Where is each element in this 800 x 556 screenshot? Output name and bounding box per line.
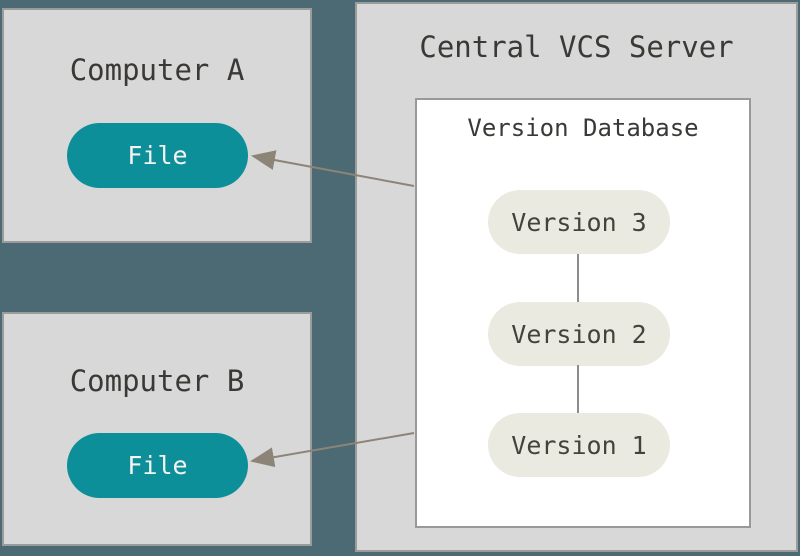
version-2-label: Version 2 (511, 319, 647, 349)
version-database-title: Version Database (467, 114, 699, 142)
version-3-label: Version 3 (511, 207, 647, 237)
version-1-label: Version 1 (511, 430, 647, 460)
computer-a-title: Computer A (69, 53, 245, 87)
connector-v3-v2 (577, 254, 579, 302)
computer-a-box: Computer A File (2, 8, 312, 243)
computer-b-file-pill: File (67, 433, 248, 498)
connector-v2-v1 (577, 365, 579, 413)
version-1-pill: Version 1 (488, 413, 670, 477)
computer-a-file-label: File (127, 141, 188, 170)
computer-b-box: Computer B File (2, 312, 312, 546)
version-3-pill: Version 3 (488, 190, 670, 254)
version-database-box: Version Database Version 3 Version 2 Ver… (415, 98, 751, 528)
central-vcs-server-title: Central VCS Server (419, 30, 734, 64)
computer-b-title: Computer B (69, 364, 245, 398)
computer-b-file-label: File (127, 451, 188, 480)
computer-a-file-pill: File (67, 123, 248, 188)
version-2-pill: Version 2 (488, 302, 670, 366)
central-vcs-server-box: Central VCS Server Version Database Vers… (355, 2, 798, 552)
